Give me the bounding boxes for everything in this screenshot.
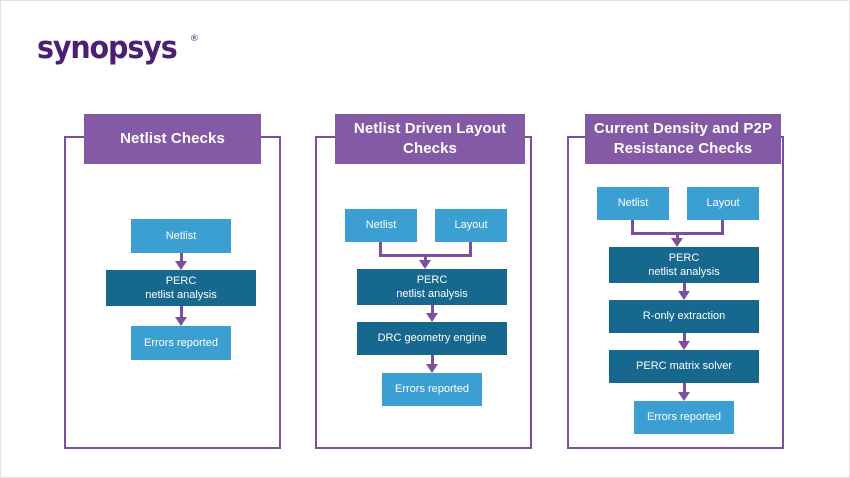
arrow-perc-to-drc (418, 305, 446, 322)
node-label: Errors reported (395, 383, 469, 396)
merge-connector-netlist-layout-to-perc (345, 242, 507, 269)
arrow-r-only-to-perc-matrix-solver (670, 333, 698, 350)
synopsys-logo: synopsys ® (37, 33, 199, 64)
node-drc-geometry-engine[interactable]: DRC geometry engine (357, 322, 507, 355)
node-perc-matrix-solver[interactable]: PERC matrix solver (609, 350, 759, 383)
node-layout[interactable]: Layout (435, 209, 507, 242)
node-errors-reported[interactable]: Errors reported (634, 401, 734, 434)
node-label: DRC geometry engine (377, 332, 487, 345)
node-label: Errors reported (647, 411, 721, 424)
registered-trademark-icon: ® (189, 34, 199, 44)
arrow-perc-to-r-only-extraction (670, 283, 698, 300)
node-label-line1: PERC (416, 273, 448, 286)
node-label: Layout (454, 219, 488, 232)
node-label: Netlist (365, 219, 397, 232)
arrow-perc-to-errors (167, 306, 195, 326)
node-netlist[interactable]: Netlist (345, 209, 417, 242)
node-label-line2: netlist analysis (648, 266, 720, 278)
node-layout[interactable]: Layout (687, 187, 759, 220)
node-label-line2: netlist analysis (396, 288, 468, 300)
merge-connector-netlist-layout-to-perc (597, 220, 759, 247)
node-label: R-only extraction (642, 310, 726, 323)
node-label: Layout (706, 197, 740, 210)
node-label-line2: netlist analysis (145, 289, 217, 301)
logo-wordmark: synopsys (37, 30, 178, 66)
panel-title-line1: Current Density and P2P (593, 120, 773, 138)
node-label: Netlist (165, 229, 197, 242)
node-perc-netlist-analysis[interactable]: PERC netlist analysis (609, 247, 759, 283)
panel-title-line2: Resistance Checks (613, 140, 753, 157)
node-r-only-extraction[interactable]: R-only extraction (609, 300, 759, 333)
node-label-line1: PERC (668, 251, 700, 264)
arrow-drc-to-errors (418, 355, 446, 373)
panel-title-netlist-checks: Netlist Checks (84, 114, 261, 164)
node-label: PERC matrix solver (636, 360, 732, 373)
panel-title-netlist-driven-layout-checks: Netlist Driven Layout Checks (335, 114, 525, 164)
arrow-netlist-to-perc (167, 253, 195, 270)
node-errors-reported[interactable]: Errors reported (382, 373, 482, 406)
panel-title-current-density-p2p-resistance-checks: Current Density and P2P Resistance Check… (585, 114, 781, 164)
node-perc-netlist-analysis[interactable]: PERC netlist analysis (357, 269, 507, 305)
node-netlist[interactable]: Netlist (597, 187, 669, 220)
panel-title-line2: Checks (403, 140, 457, 157)
node-label-line1: PERC (165, 274, 197, 287)
node-perc-netlist-analysis[interactable]: PERC netlist analysis (106, 270, 256, 306)
node-label: Errors reported (144, 336, 218, 349)
node-errors-reported[interactable]: Errors reported (131, 326, 231, 360)
arrow-perc-matrix-solver-to-errors (670, 383, 698, 401)
node-label: Netlist (617, 197, 649, 210)
panel-title-line1: Netlist Driven Layout (353, 120, 507, 138)
node-netlist[interactable]: Netlist (131, 219, 231, 253)
